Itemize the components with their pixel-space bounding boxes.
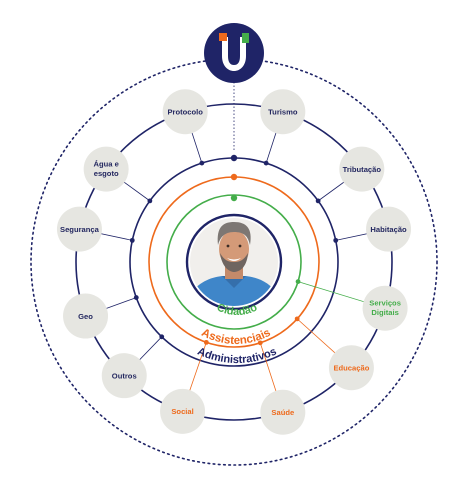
service-bubble-protocolo[interactable]: Protocolo — [162, 89, 208, 135]
service-bubble-educacao[interactable]: Educação — [328, 345, 374, 391]
connector-dot-habitacao — [333, 237, 339, 243]
service-label: Serviços — [369, 299, 401, 308]
service-bubble-tributacao[interactable]: Tributação — [339, 146, 385, 192]
connector-dot-protocolo — [199, 160, 205, 166]
service-bubble-circle — [339, 146, 385, 192]
connector-dot-educacao — [294, 316, 300, 322]
service-label: Segurança — [60, 225, 100, 234]
service-label: Geo — [78, 312, 93, 321]
service-bubble-outros[interactable]: Outros — [101, 353, 147, 399]
service-bubble-circle — [162, 89, 208, 135]
bubble-track-ring — [75, 103, 393, 421]
service-bubble-social[interactable]: Social — [160, 388, 206, 434]
service-label: Educação — [333, 364, 369, 373]
service-label: Digitais — [371, 308, 398, 317]
service-bubble-circle — [260, 89, 306, 135]
service-bubble-circle — [63, 293, 109, 339]
service-label: Água e — [94, 160, 119, 169]
connector-dot-turismo — [263, 160, 269, 166]
service-bubble-circle — [83, 146, 129, 192]
citizen-ring-dot — [230, 194, 238, 202]
service-connectors — [79, 111, 389, 413]
logo-green-square — [242, 33, 249, 43]
service-bubble-circle — [362, 285, 408, 331]
assist-ring-dot — [230, 173, 238, 181]
service-label: Outros — [112, 371, 137, 380]
service-bubble-circle — [260, 389, 306, 435]
logo-orange-square — [219, 33, 227, 41]
connector-dot-saude — [257, 340, 263, 346]
service-bubble-seguranca[interactable]: Segurança — [56, 206, 102, 252]
service-label: esgoto — [94, 169, 119, 178]
connector-dot-outros — [159, 334, 165, 340]
connector-dot-social — [203, 339, 209, 345]
service-label: Turismo — [268, 108, 298, 117]
citizen-ring-label: Cidadão — [215, 301, 259, 318]
service-bubble-circle — [160, 388, 206, 434]
brand-logo — [204, 23, 264, 83]
service-label: Protocolo — [167, 108, 203, 117]
service-label: Habitação — [370, 225, 407, 234]
service-label: Social — [171, 407, 193, 416]
citizen-photo — [185, 213, 283, 311]
admin-ring-dot — [230, 154, 238, 162]
service-bubble-circle — [328, 345, 374, 391]
connector-dot-agua-e-esgoto — [147, 198, 153, 204]
service-bubble-turismo[interactable]: Turismo — [260, 89, 306, 135]
connector-dot-seguranca — [129, 237, 135, 243]
connector-dot-servicos-digitais — [295, 279, 301, 284]
connector-dot-geo — [133, 295, 139, 300]
service-bubble-circle — [56, 206, 102, 252]
connector-dot-tributacao — [315, 198, 321, 204]
service-bubble-circle — [101, 353, 147, 399]
service-bubble-saude[interactable]: Saúde — [260, 389, 306, 435]
service-bubble-circle — [366, 206, 412, 252]
service-bubble-geo[interactable]: Geo — [63, 293, 109, 339]
service-bubble-habitacao[interactable]: Habitação — [366, 206, 412, 252]
service-label: Tributação — [343, 165, 382, 174]
service-label: Saúde — [271, 408, 294, 417]
